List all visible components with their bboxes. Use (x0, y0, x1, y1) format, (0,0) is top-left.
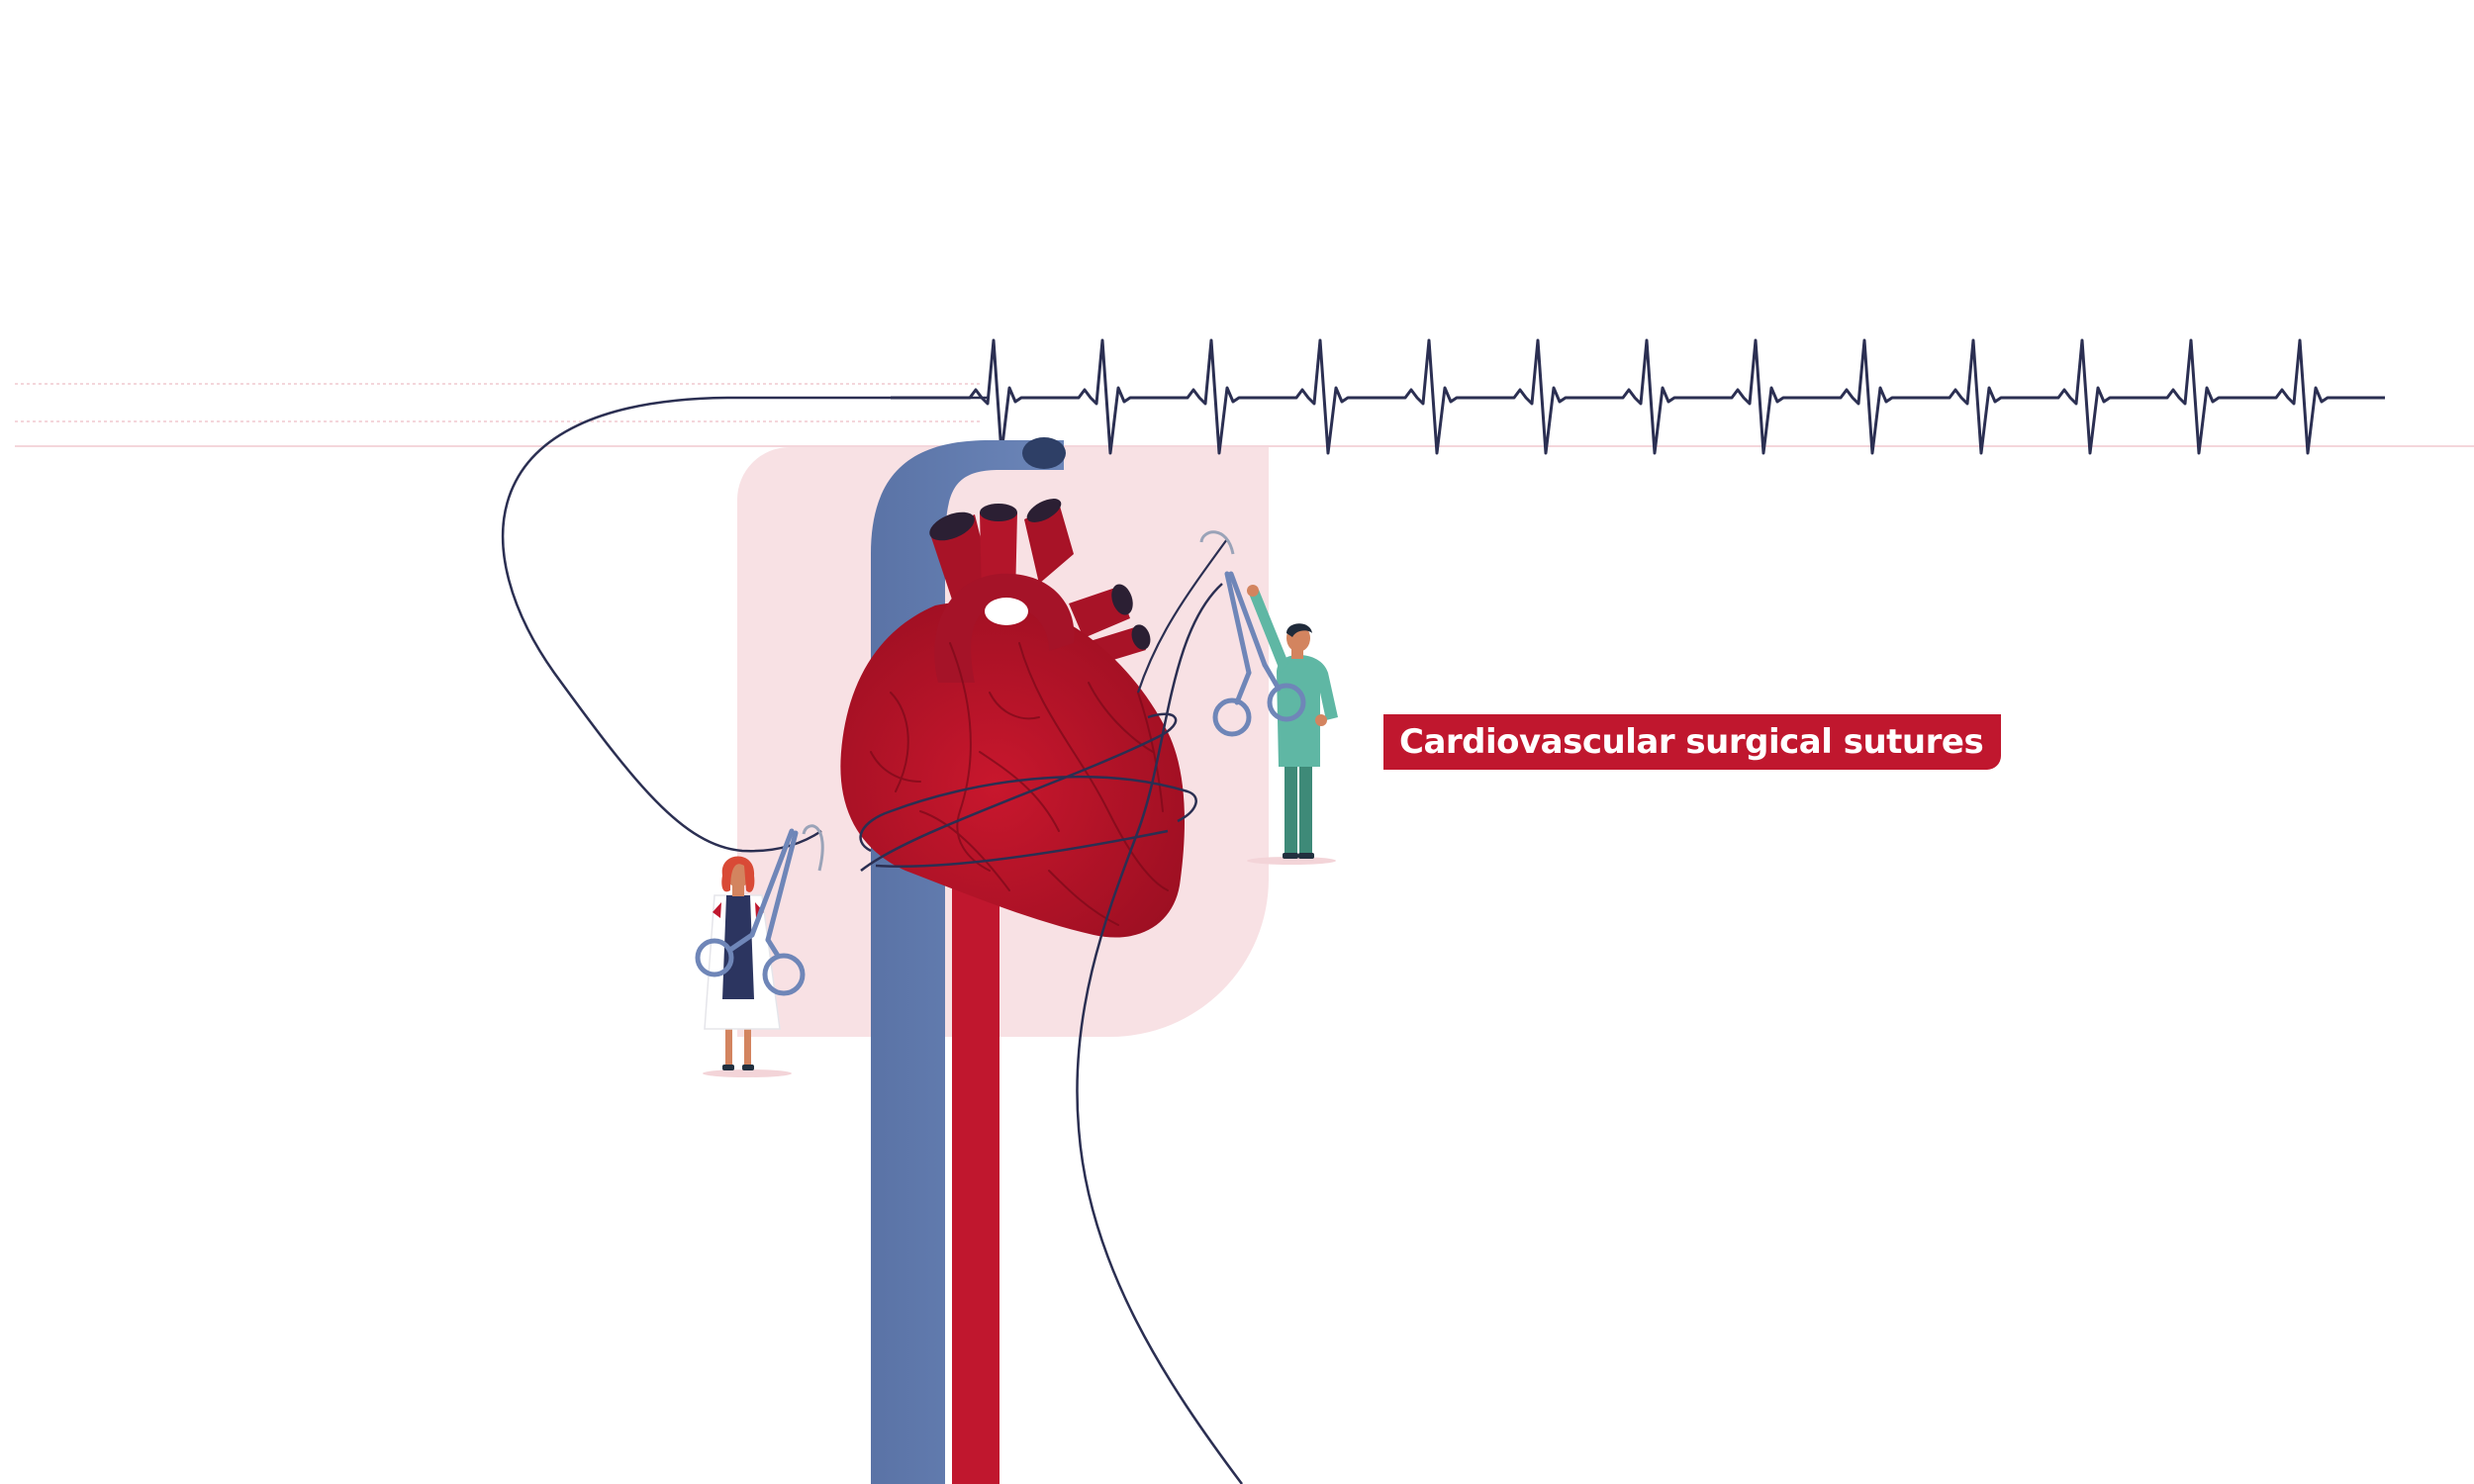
curved-needle-right (1199, 530, 1235, 555)
aortic-arch (934, 573, 1075, 683)
anatomical-heart-icon (840, 601, 1185, 938)
heart-vessel-texture (870, 642, 1169, 926)
title-banner: Cardiovascular surgical sutures (1383, 714, 2001, 770)
guide-lines (15, 383, 2474, 447)
page-title: Cardiovascular surgical sutures (1399, 722, 1984, 762)
suture-thread-left (501, 396, 990, 853)
heartbeat-line-icon (891, 338, 2385, 455)
male-surgeon-figure (1247, 585, 1338, 865)
suture-thread-needle-link (1136, 538, 1228, 694)
suture-thread-right (1076, 583, 1244, 1484)
suture-wrap (859, 712, 1197, 872)
descending-aorta (952, 861, 999, 1484)
needle-holder-icon (695, 828, 806, 996)
curved-needle-left (802, 824, 824, 872)
needle-holder-icon (1212, 571, 1306, 737)
